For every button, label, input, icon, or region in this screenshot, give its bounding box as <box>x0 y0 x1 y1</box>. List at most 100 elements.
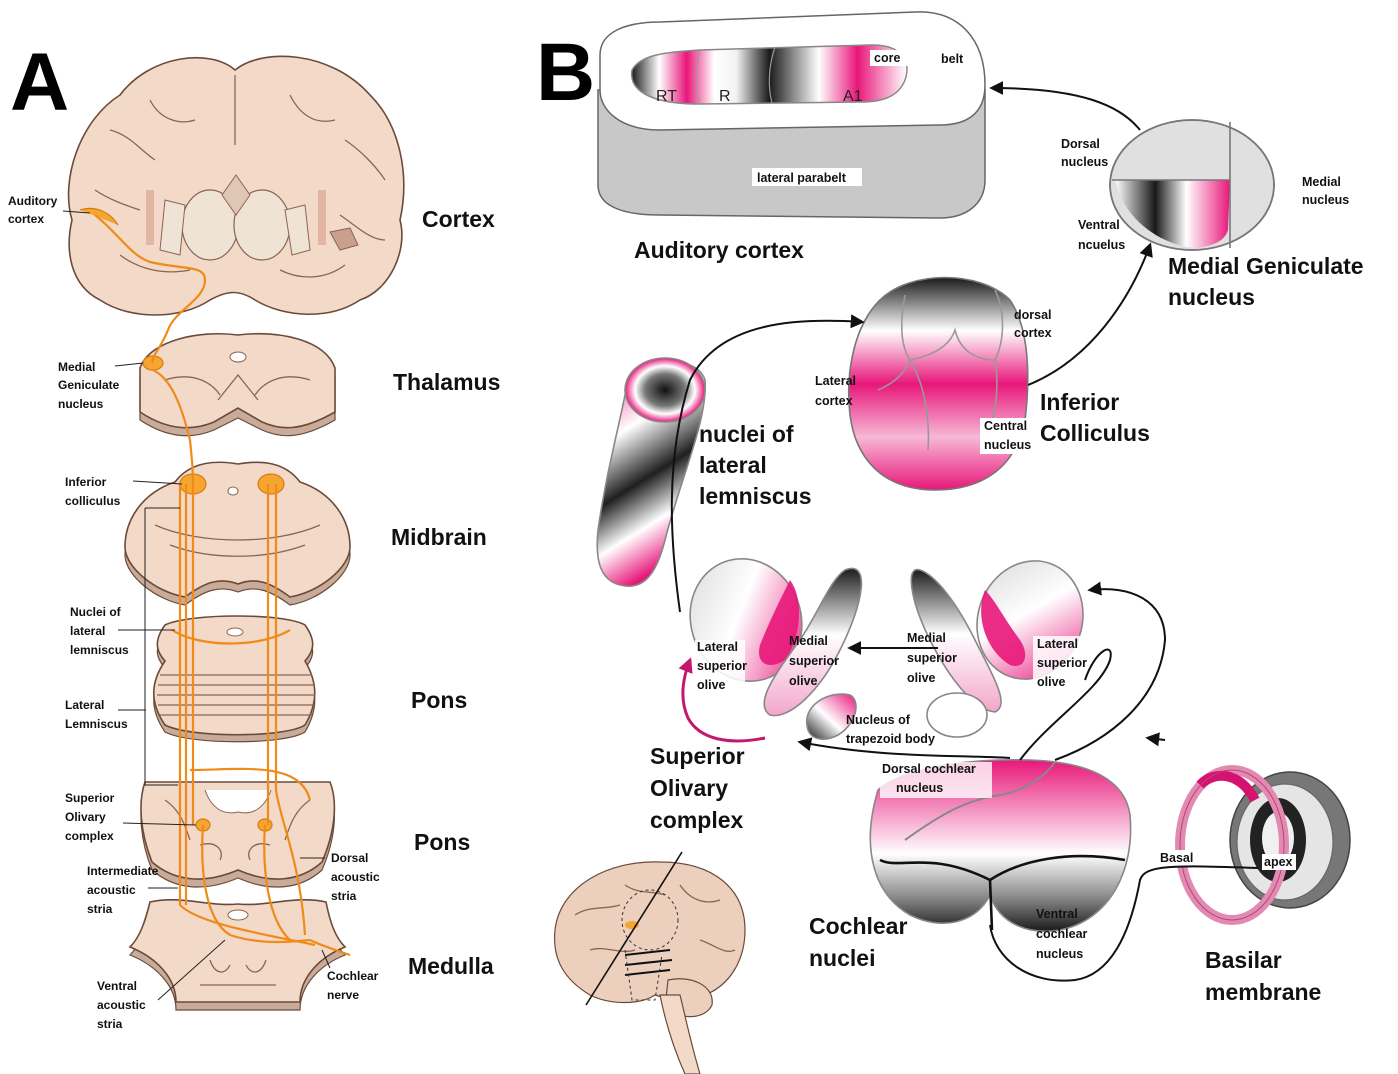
level-pons-upper: Pons <box>411 687 467 713</box>
cochlear-nuclei: Dorsal cochlear nucleus Ventral cochlear… <box>809 760 1131 971</box>
svg-text:Inferior: Inferior <box>65 475 107 489</box>
svg-text:olive: olive <box>1037 675 1066 689</box>
belt-label: belt <box>941 52 964 66</box>
svg-text:olive: olive <box>697 678 726 692</box>
svg-text:Cochlear: Cochlear <box>327 969 379 983</box>
svg-text:stria: stria <box>331 889 357 903</box>
pons-lower-section <box>141 782 334 887</box>
nuclei-lateral-lemniscus: nuclei of lateral lemniscus <box>597 358 811 586</box>
svg-text:Olivary: Olivary <box>65 810 106 824</box>
svg-text:superior: superior <box>907 651 957 665</box>
svg-text:Ventral: Ventral <box>97 979 137 993</box>
svg-text:ncuelus: ncuelus <box>1078 238 1125 252</box>
medial-geniculate-nucleus: Dorsal nucleus Ventral ncuelus Medial nu… <box>1061 120 1364 310</box>
field-r: R <box>719 88 731 105</box>
svg-text:cortex: cortex <box>815 394 853 408</box>
svg-text:Auditory: Auditory <box>8 194 58 208</box>
svg-text:acoustic: acoustic <box>331 870 380 884</box>
inferior-colliculus: dorsal cortex Lateral cortex Central nuc… <box>815 278 1150 491</box>
svg-text:membrane: membrane <box>1205 979 1321 1005</box>
mgn-medial-label: Medial nucleus <box>1302 175 1349 207</box>
svg-text:Central: Central <box>984 419 1027 433</box>
svg-text:Medial: Medial <box>789 634 828 648</box>
svg-text:lemniscus: lemniscus <box>699 483 812 509</box>
svg-text:nucleus: nucleus <box>1036 947 1083 961</box>
mgn-ventral-label: Ventral ncuelus <box>1078 218 1125 252</box>
svg-text:Medial Geniculate: Medial Geniculate <box>1168 253 1364 279</box>
svg-text:complex: complex <box>650 807 744 833</box>
svg-text:Dorsal: Dorsal <box>1061 137 1100 151</box>
bm-title: Basilar membrane <box>1205 947 1321 1005</box>
svg-text:Basilar: Basilar <box>1205 947 1282 973</box>
svg-text:nucleus: nucleus <box>984 438 1031 452</box>
ic-title: Inferior Colliculus <box>1040 389 1150 446</box>
svg-text:Nuclei of: Nuclei of <box>70 605 122 619</box>
svg-text:Nucleus of: Nucleus of <box>846 713 911 727</box>
bm-basal-label: Basal <box>1160 851 1193 865</box>
panel-b: B RT R A1 core belt lateral parabelt Aud… <box>536 12 1364 1074</box>
svg-text:superior: superior <box>1037 656 1087 670</box>
svg-text:acoustic: acoustic <box>97 998 146 1012</box>
svg-text:Lemniscus: Lemniscus <box>65 717 128 731</box>
label-dorsal-stria-a: Dorsal acoustic stria <box>331 851 380 903</box>
svg-text:cortex: cortex <box>1014 326 1052 340</box>
label-medial-geniculate-a: Medial Geniculate nucleus <box>58 360 120 411</box>
svg-text:stria: stria <box>97 1017 123 1031</box>
label-nuclei-lateral-lemniscus-a: Nuclei of lateral lemniscus <box>70 605 129 657</box>
soc-title: Superior Olivary complex <box>650 743 745 833</box>
label-ventral-stria-a: Ventral acoustic stria <box>97 979 146 1031</box>
svg-text:nucleus: nucleus <box>1302 193 1349 207</box>
svg-text:lateral: lateral <box>70 624 105 638</box>
soc-mntb-label: Nucleus of trapezoid body <box>846 713 935 746</box>
svg-text:Geniculate: Geniculate <box>58 378 120 392</box>
svg-text:nucleus: nucleus <box>58 397 104 411</box>
auditory-cortex-block: RT R A1 core belt lateral parabelt Audit… <box>598 12 985 263</box>
svg-text:Medial: Medial <box>1302 175 1341 189</box>
label-superior-olivary-a: Superior Olivary complex <box>65 791 115 843</box>
svg-text:complex: complex <box>65 829 114 843</box>
panel-b-letter: B <box>536 27 595 118</box>
svg-text:stria: stria <box>87 902 113 916</box>
mgn-dorsal-label: Dorsal nucleus <box>1061 137 1108 169</box>
svg-text:Lateral: Lateral <box>815 374 856 388</box>
svg-text:Lateral: Lateral <box>65 698 104 712</box>
svg-text:Dorsal: Dorsal <box>331 851 368 865</box>
svg-text:Intermediate: Intermediate <box>87 864 159 878</box>
svg-text:Ventral: Ventral <box>1036 907 1078 921</box>
svg-text:Lateral: Lateral <box>1037 637 1078 651</box>
svg-text:nucleus: nucleus <box>1061 155 1108 169</box>
parabelt-label: lateral parabelt <box>757 171 847 185</box>
field-a1: A1 <box>843 88 863 105</box>
svg-text:superior: superior <box>789 654 839 668</box>
svg-text:nucleus: nucleus <box>896 781 943 795</box>
svg-text:nuclei: nuclei <box>809 945 875 971</box>
pons-upper-section <box>154 616 315 742</box>
level-midbrain: Midbrain <box>391 524 487 550</box>
level-pons-lower: Pons <box>414 829 470 855</box>
level-medulla: Medulla <box>408 953 494 979</box>
svg-text:Inferior: Inferior <box>1040 389 1119 415</box>
mgn-title: Medial Geniculate nucleus <box>1168 253 1364 310</box>
cn-title: Cochlear nuclei <box>809 913 907 971</box>
svg-text:superior: superior <box>697 659 747 673</box>
svg-text:olive: olive <box>907 671 936 685</box>
core-label: core <box>874 51 900 65</box>
svg-text:Medial: Medial <box>58 360 95 374</box>
svg-text:acoustic: acoustic <box>87 883 136 897</box>
auditory-cortex-title: Auditory cortex <box>634 237 804 263</box>
svg-text:olive: olive <box>789 674 818 688</box>
label-auditory-cortex-a: Auditory cortex <box>8 194 58 226</box>
brain-inset <box>555 852 745 1074</box>
svg-text:Colliculus: Colliculus <box>1040 420 1150 446</box>
svg-text:nucleus: nucleus <box>1168 284 1255 310</box>
medulla-section <box>130 900 345 1010</box>
nll-title: nuclei of lateral lemniscus <box>699 421 812 509</box>
svg-text:nuclei of: nuclei of <box>699 421 794 447</box>
svg-text:Medial: Medial <box>907 631 946 645</box>
svg-text:Lateral: Lateral <box>697 640 738 654</box>
cortex-section <box>69 56 404 315</box>
panel-a-letter: A <box>10 37 69 128</box>
svg-text:Superior: Superior <box>65 791 115 805</box>
svg-text:lateral: lateral <box>699 452 767 478</box>
